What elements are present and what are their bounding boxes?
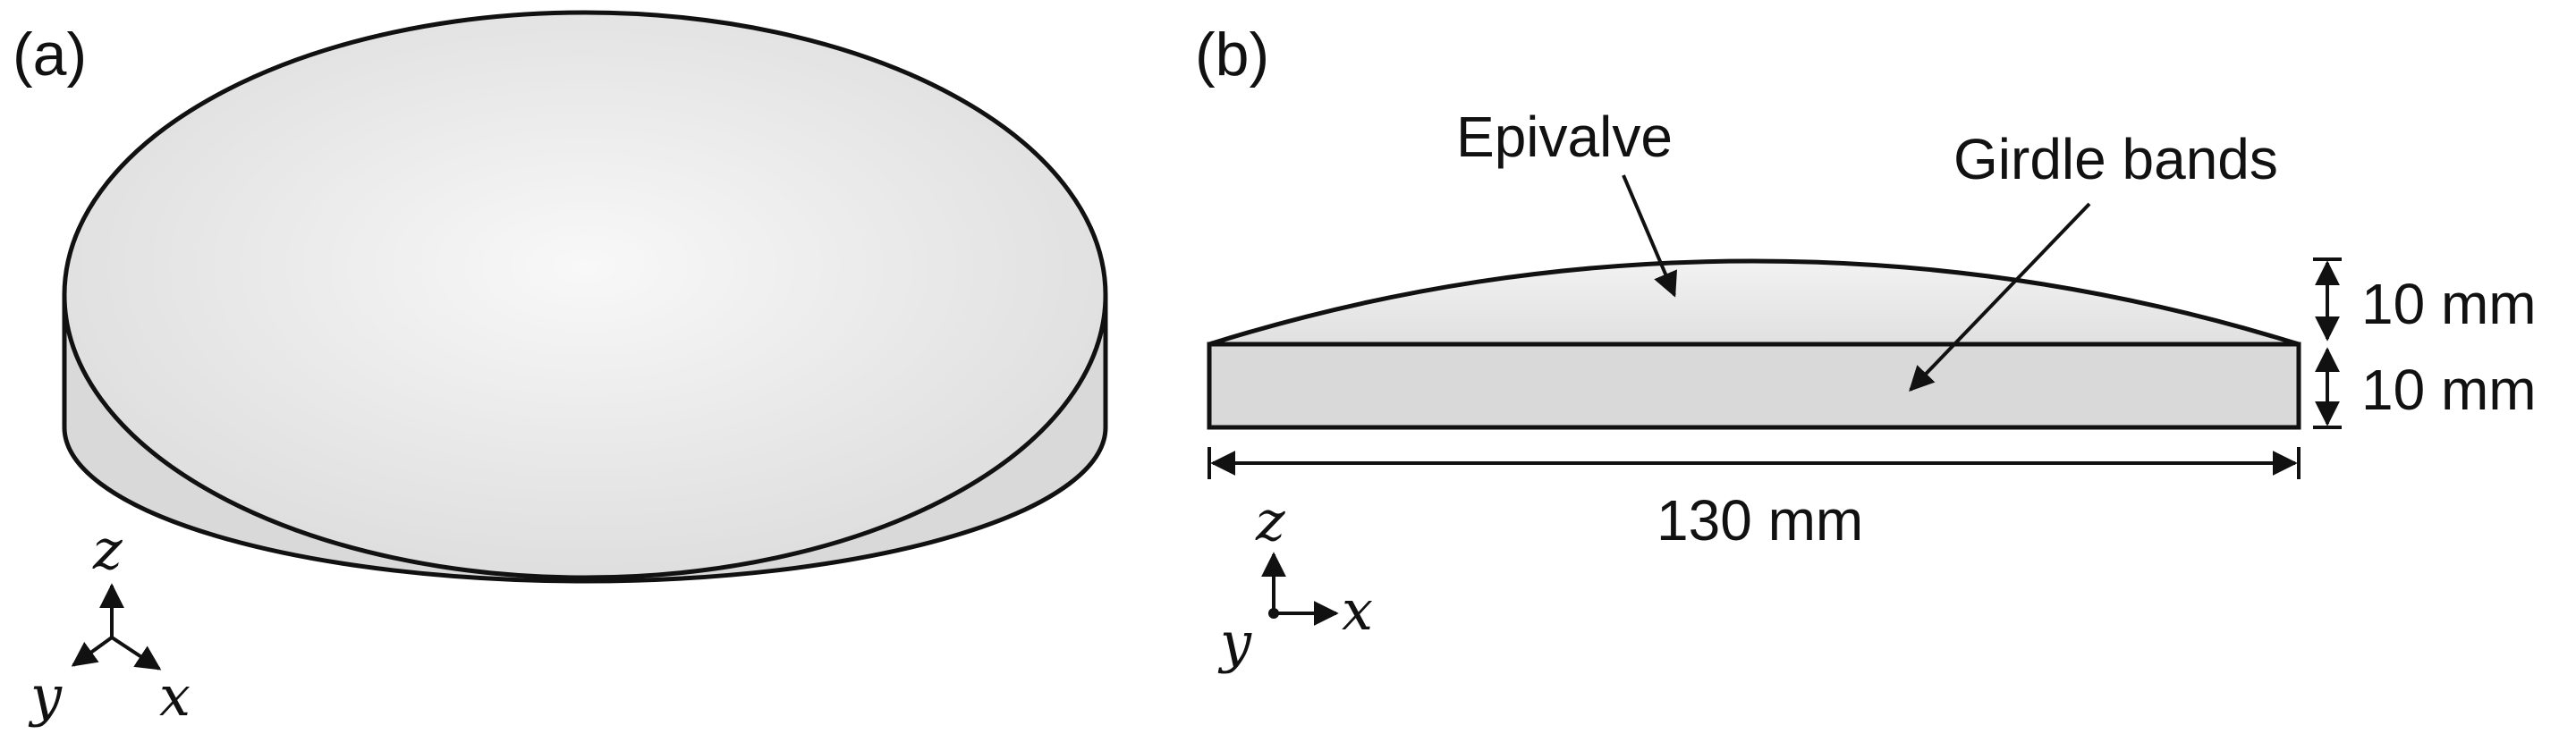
y-axis-arrow: [71, 636, 114, 667]
y-axis-out-of-plane-dot: [1268, 608, 1279, 619]
girdle-callout: Girdle bands: [1953, 127, 2278, 191]
axis-a-z-label: z: [92, 517, 123, 582]
girdle-band-shape: [1207, 342, 2301, 430]
dim-width-label: 130 mm: [1657, 488, 1863, 553]
axis-a-x-label: x: [159, 663, 191, 729]
epivalve-leader-arrow: [1622, 174, 1678, 298]
x-axis-arrow: [110, 636, 162, 671]
epivalve-shape: [1207, 258, 2301, 347]
disc-3d-view: [62, 10, 1108, 584]
girdle-leader-arrow: [1909, 202, 2091, 392]
epivalve-callout: Epivalve: [1456, 105, 1673, 169]
axis-triad-b: [1261, 552, 1339, 626]
dim-width: [1208, 447, 2301, 479]
disc-cross-section: [1207, 258, 2301, 430]
axis-a-y-label: y: [28, 663, 63, 729]
dim-bottom-height-label: 10 mm: [2361, 358, 2537, 422]
axis-b-x-label: x: [1342, 578, 1373, 643]
dim-bottom-height: [2313, 347, 2342, 429]
axis-triad-a: [71, 583, 162, 671]
axis-b-y-label: y: [1217, 610, 1252, 675]
panel-b-label: (b): [1195, 21, 1269, 89]
dim-top-height-label: 10 mm: [2361, 272, 2537, 336]
panel-a-label: (a): [13, 21, 87, 89]
axis-b-z-label: z: [1255, 488, 1285, 553]
disc-top-face: [62, 10, 1108, 580]
dim-top-height: [2313, 257, 2342, 342]
